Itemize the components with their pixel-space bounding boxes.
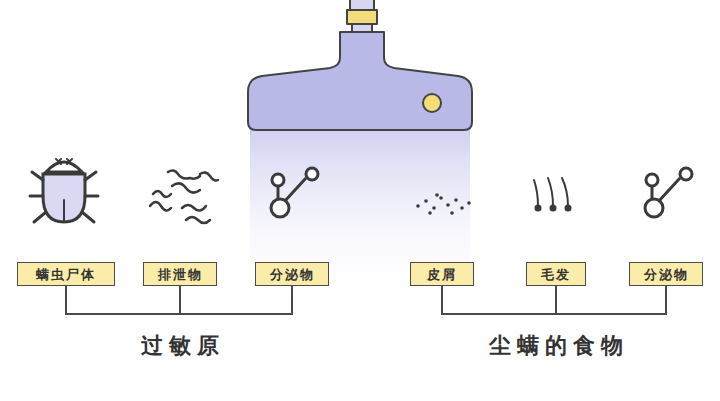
- label-box: 螨虫尸体: [17, 262, 115, 286]
- label-text: 分泌物: [644, 268, 689, 281]
- secretion-molecule-icon: [271, 168, 318, 217]
- group-label: 尘螨的食物: [485, 335, 633, 357]
- label-box: 毛发: [526, 262, 586, 286]
- label-text: 毛发: [541, 268, 571, 281]
- group-label: 过敏原: [137, 335, 229, 357]
- label-text: 排泄物: [158, 268, 203, 281]
- label-box: 皮屑: [410, 262, 474, 286]
- hair-icon: [534, 178, 571, 211]
- label-box: 分泌物: [629, 262, 703, 286]
- vacuum-cleaner: [248, 0, 472, 130]
- label-text: 分泌物: [270, 268, 315, 281]
- suction-beam: [250, 126, 470, 306]
- secretion-molecule-icon: [645, 168, 692, 217]
- label-box: 排泄物: [143, 262, 217, 286]
- excrement-icon: [150, 170, 218, 223]
- label-box: 分泌物: [255, 262, 329, 286]
- dandruff-icon: [416, 193, 471, 215]
- dead-mite-icon: [30, 159, 98, 222]
- group-bracket: [66, 286, 666, 314]
- label-text: 皮屑: [427, 268, 457, 281]
- label-text: 螨虫尸体: [36, 268, 96, 281]
